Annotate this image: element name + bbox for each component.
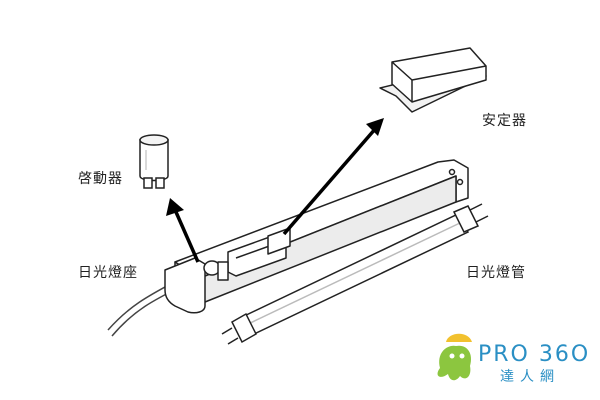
arrow-to-ballast-head [366,118,384,136]
ballast [379,47,487,113]
arrow-to-starter-head [166,198,184,216]
lamp-holder [164,159,469,314]
starter-label: 啓動器 [78,171,123,187]
fluorescent-tube [221,203,489,345]
logo-brand: PRO 36O [478,342,591,367]
fluorescent-tube-label: 日光燈管 [466,265,526,281]
starter [139,134,169,189]
ballast-label: 安定器 [482,113,527,129]
logo-subtitle: 達人網 [500,369,560,385]
arrow-to-ballast [282,126,378,236]
logo-mascot-icon [437,333,472,381]
arrows [166,118,384,263]
arrow-to-starter [174,211,200,263]
lamp-holder-label: 日光燈座 [78,265,138,281]
